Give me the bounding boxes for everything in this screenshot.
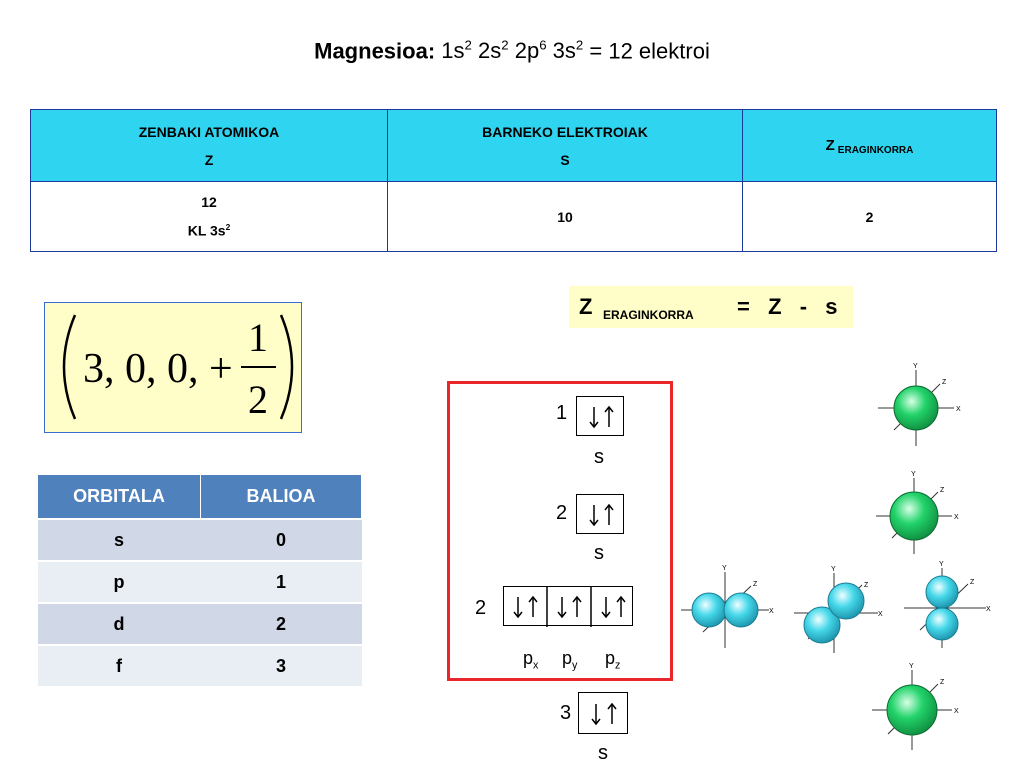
s-orbital-2s: Y Z X <box>876 471 959 554</box>
svg-text:X: X <box>878 611 883 618</box>
svg-text:Z: Z <box>940 487 945 494</box>
label-py: py <box>562 648 578 672</box>
level-2p-number: 2 <box>475 597 487 619</box>
header-atomic-number: ZENBAKI ATOMIKOA Z <box>30 109 388 182</box>
svg-text:Z: Z <box>864 582 869 589</box>
cell-atomic-number: 12 KL 3s2 <box>30 181 388 252</box>
svg-text:Z: Z <box>940 679 945 686</box>
right-paren <box>279 314 294 420</box>
svg-text:Y: Y <box>913 363 918 370</box>
svg-text:Y: Y <box>722 565 727 572</box>
orbital-box-3s <box>578 692 628 734</box>
cell-inner-electrons: 10 <box>387 181 743 252</box>
element-name: Magnesioa: <box>314 38 436 64</box>
svg-text:Y: Y <box>911 471 916 478</box>
electron-pair <box>589 405 614 429</box>
electron-pair <box>591 702 617 726</box>
label-px: px <box>523 648 539 672</box>
quantum-values: 3, 0, 0, + <box>83 346 233 392</box>
orbital-illustrations: Y Z X Y Z X Y Z X Y Z X <box>681 363 991 750</box>
svg-text:X: X <box>954 514 959 521</box>
header-orbital: ORBITALA <box>37 474 201 520</box>
header-value: BALIOA <box>200 474 362 520</box>
svg-text:Y: Y <box>831 566 836 573</box>
electron-pairs <box>513 587 626 627</box>
page-title: Magnesioa: 1s2 2s2 2p6 3s2 = 12 elektroi <box>0 38 1024 64</box>
s-orbital-3s: Y Z X <box>872 663 959 750</box>
orbital-box-1s <box>576 396 624 436</box>
z-effective-formula: Z ERAGINKORRA = Z - s <box>569 286 853 328</box>
config-2p: 2p6 <box>514 38 547 64</box>
svg-text:Z: Z <box>942 379 947 386</box>
electron-pair <box>589 503 614 527</box>
px-orbital: Y Z X <box>681 565 774 648</box>
fraction-denominator: 2 <box>248 377 268 422</box>
header-inner-electrons: BARNEKO ELEKTROIAK S <box>387 109 743 182</box>
level-2-number: 2 <box>556 502 568 524</box>
s-orbital-1s: Y Z X <box>878 363 961 446</box>
valence-frame <box>447 381 673 681</box>
config-1s: 1s2 <box>441 38 472 64</box>
level-3-number: 3 <box>560 702 572 724</box>
level-1-number: 1 <box>556 402 568 424</box>
electron-total: = 12 elektroi <box>589 38 710 64</box>
orbital-box-2s <box>576 494 624 534</box>
svg-text:X: X <box>769 608 774 615</box>
config-2s: 2s2 <box>478 38 509 64</box>
svg-text:X: X <box>954 708 959 715</box>
left-paren <box>62 314 77 420</box>
svg-text:Z: Z <box>753 581 758 588</box>
pz-orbital: Y Z X <box>794 566 883 653</box>
svg-text:Y: Y <box>909 663 914 670</box>
orbital-box-2p <box>503 586 633 627</box>
label-1s: s <box>594 446 604 468</box>
py-orbital: Y Z X <box>904 561 991 648</box>
svg-text:Y: Y <box>939 561 944 568</box>
fraction-numerator: 1 <box>248 315 268 360</box>
svg-text:X: X <box>986 606 991 613</box>
quantum-numbers-formula: 3, 0, 0, + 1 2 <box>44 302 302 433</box>
label-3s: s <box>598 742 608 764</box>
config-3s: 3s2 <box>552 38 584 64</box>
cell-z-effective: 2 <box>742 181 997 252</box>
label-pz: pz <box>605 648 621 672</box>
atomic-number-table: ZENBAKI ATOMIKOA Z BARNEKO ELEKTROIAK S … <box>30 109 997 252</box>
svg-text:X: X <box>956 406 961 413</box>
label-2s: s <box>594 542 604 564</box>
svg-text:Z: Z <box>970 579 975 586</box>
